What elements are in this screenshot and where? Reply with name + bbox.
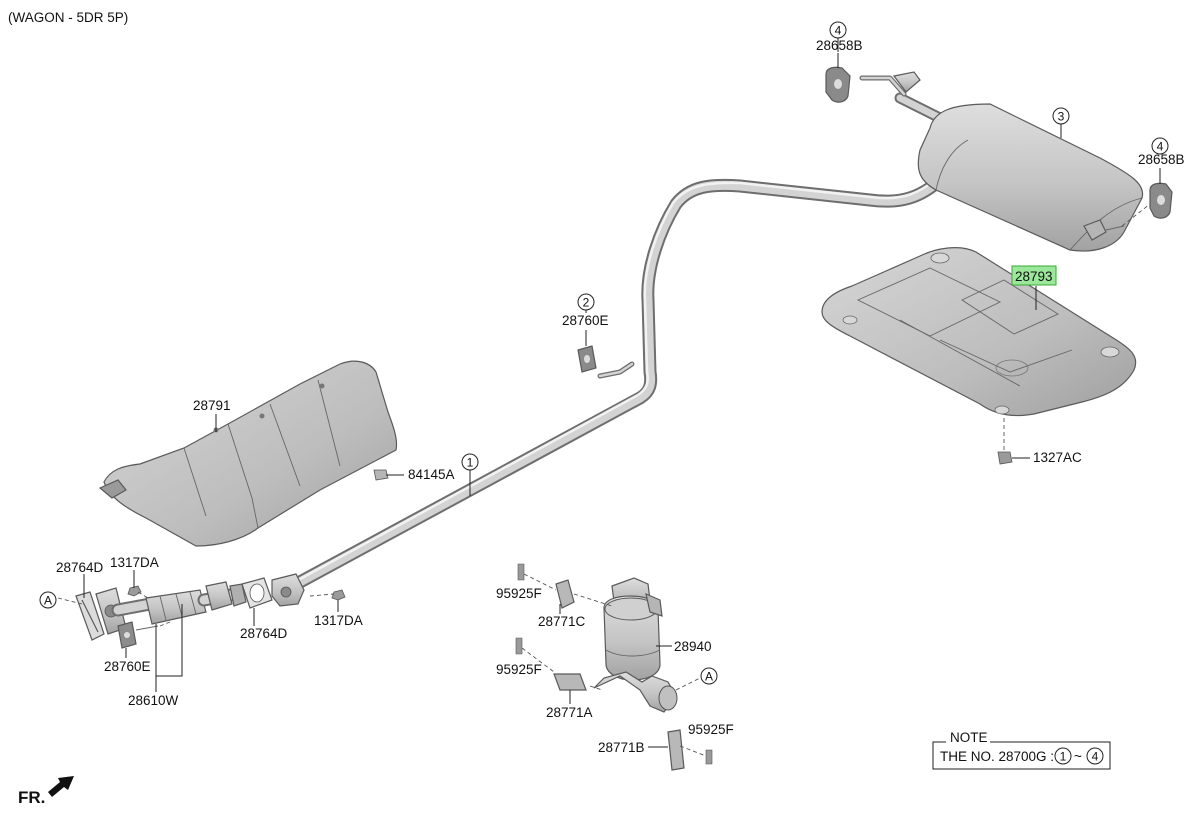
ref-3: 3: [1052, 107, 1070, 125]
label-28610W: 28610W: [128, 693, 179, 708]
nut-1317DA-mid: [331, 589, 346, 601]
front-direction-label: FR.: [18, 788, 45, 807]
label-84145A: 84145A: [408, 467, 455, 482]
assembly-lines: [57, 203, 1151, 757]
catalytic-converter-28940: [593, 577, 678, 713]
svg-text:A: A: [705, 670, 713, 684]
bracket-28771C: [555, 579, 575, 609]
leader-lines: [83, 38, 1161, 748]
label-28764D-left: 28764D: [56, 560, 104, 575]
note-range-sep: ~: [1074, 749, 1082, 764]
label-28764D-mid: 28764D: [240, 626, 288, 641]
front-direction-indicator: FR.: [18, 776, 74, 807]
label-95925F-3: 95925F: [688, 722, 734, 737]
front-arrow-icon: [48, 776, 74, 797]
label-28791: 28791: [193, 398, 231, 413]
front-pipe-assembly: [75, 581, 247, 641]
note-heading: NOTE: [950, 730, 988, 745]
highlight-28793: [1011, 265, 1057, 286]
bracket-28771B: [667, 729, 685, 771]
svg-text:3: 3: [1058, 110, 1065, 124]
label-28760E-front: 28760E: [104, 659, 151, 674]
note-text: THE NO. 28700G :: [940, 749, 1054, 764]
note-box: NOTE THE NO. 28700G : 1 ~ 4: [932, 730, 1111, 770]
diagram-title: (WAGON - 5DR 5P): [8, 10, 128, 25]
label-28771C: 28771C: [538, 614, 586, 629]
ref-A-right: A: [700, 667, 718, 685]
label-28771A: 28771A: [546, 705, 593, 720]
label-1317DA-mid: 1317DA: [314, 613, 363, 628]
center-pipe-flange: [271, 573, 305, 607]
rubber-hanger-28658B-right: [1149, 182, 1173, 219]
clip-84145A: [373, 469, 389, 481]
front-heat-shield-28791: [98, 360, 398, 547]
ref-1: 1: [461, 453, 479, 471]
gasket-28764D-mid: [241, 577, 273, 609]
label-28793[interactable]: 28793: [1015, 269, 1053, 284]
rubber-hanger-28658B-top: [825, 66, 851, 103]
label-1327AC: 1327AC: [1033, 450, 1082, 465]
ref-4-top: 4: [829, 21, 847, 39]
rubber-hanger-28760E-front: [117, 621, 159, 649]
label-28940: 28940: [674, 639, 712, 654]
label-95925F-1: 95925F: [496, 586, 542, 601]
bolt-95925F-1: [517, 563, 525, 581]
bolt-1327AC: [997, 451, 1013, 465]
label-28760E-hanger: 28760E: [562, 313, 609, 328]
bracket-28771A: [553, 673, 587, 691]
nut-1317DA-left: [127, 585, 142, 597]
svg-text:A: A: [44, 594, 52, 608]
ref-2: 2: [577, 293, 595, 311]
rear-muffler: [859, 71, 1144, 252]
note-range-end: 4: [1092, 750, 1099, 764]
ref-A-left: A: [39, 591, 57, 609]
svg-text:1: 1: [467, 456, 474, 470]
under-heat-shield-28793: [821, 247, 1137, 417]
svg-text:4: 4: [1157, 140, 1164, 154]
label-28658B-right: 28658B: [1138, 152, 1185, 167]
bolt-95925F-3: [705, 749, 713, 765]
note-range-start: 1: [1060, 750, 1067, 764]
label-95925F-2: 95925F: [496, 662, 542, 677]
label-28658B-top: 28658B: [816, 38, 863, 53]
center-exhaust-pipe: [293, 173, 947, 589]
label-28771B: 28771B: [598, 740, 645, 755]
label-1317DA-left: 1317DA: [110, 555, 159, 570]
svg-text:2: 2: [583, 296, 590, 310]
rubber-hanger-28760E: [577, 345, 635, 379]
ref-4-right: 4: [1151, 137, 1169, 155]
bolt-95925F-2: [515, 637, 523, 655]
svg-text:4: 4: [835, 24, 842, 38]
